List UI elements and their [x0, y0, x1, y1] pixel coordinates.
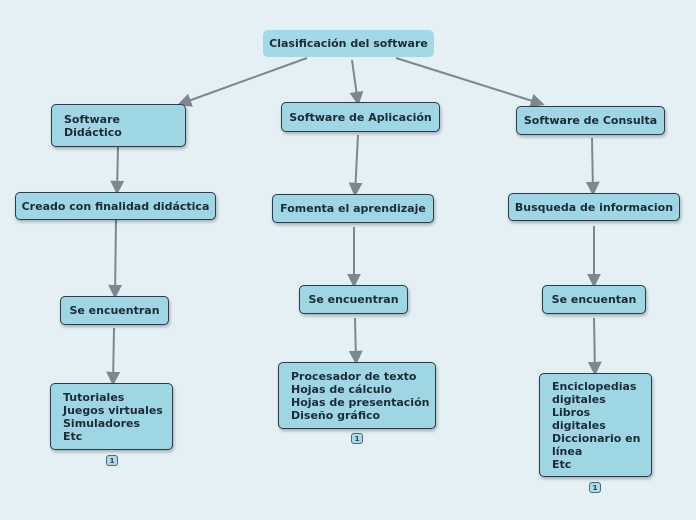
- software-consulta-label: Software de Consulta: [523, 114, 658, 127]
- connector-aplicacion-to-purpose: [348, 134, 363, 197]
- didactico-found-label: Se encuentran: [69, 304, 160, 317]
- connector-didactico-to-purpose: [110, 146, 125, 195]
- connector-didactico-purpose-to-found: [108, 219, 123, 299]
- didactico-badge-count: 1: [109, 456, 115, 465]
- aplicacion-examples-node[interactable]: Procesador de texto Hojas de cálculo Hoj…: [278, 362, 436, 429]
- connector-root-to-didactico: [177, 57, 308, 107]
- aplicacion-found-node[interactable]: Se encuentran: [299, 285, 408, 314]
- connector-root-to-aplicacion: [349, 59, 364, 106]
- connector-didactico-found-to-examples: [106, 327, 121, 386]
- consulta-examples-text: Enciclopedias digitales Libros digitales…: [552, 379, 641, 471]
- software-aplicacion-label: Software de Aplicación: [289, 110, 432, 124]
- aplicacion-examples-text: Procesador de texto Hojas de cálculo Hoj…: [291, 369, 430, 422]
- software-consulta-node[interactable]: Software de Consulta: [516, 106, 665, 135]
- aplicacion-purpose-node[interactable]: Fomenta el aprendizaje: [272, 194, 434, 223]
- root-node-label: Clasificación del software: [269, 37, 428, 50]
- didactico-purpose-label: Creado con finalidad didáctica: [21, 199, 210, 213]
- connector-root-to-consulta: [395, 57, 545, 108]
- consulta-badge-count: 1: [592, 483, 598, 492]
- consulta-purpose-node[interactable]: Busqueda de informacion: [508, 193, 680, 221]
- software-didactico-node[interactable]: Software Didáctico: [51, 104, 186, 147]
- didactico-examples-text: Tutoriales Juegos virtuales Simuladores …: [63, 390, 163, 443]
- software-aplicacion-node[interactable]: Software de Aplicación: [281, 102, 440, 132]
- didactico-examples-count-badge[interactable]: 1: [106, 455, 118, 466]
- aplicacion-badge-count: 1: [354, 434, 360, 443]
- consulta-found-label: Se encuentan: [551, 293, 637, 306]
- root-node[interactable]: Clasificación del software: [263, 30, 434, 57]
- consulta-purpose-label: Busqueda de informacion: [514, 200, 674, 214]
- aplicacion-found-label: Se encuentran: [308, 293, 399, 306]
- connector-consulta-to-purpose: [585, 137, 600, 196]
- software-didactico-label: Software Didáctico: [64, 112, 122, 139]
- aplicacion-purpose-label: Fomenta el aprendizaje: [280, 202, 426, 215]
- consulta-found-node[interactable]: Se encuentan: [542, 285, 646, 314]
- didactico-found-node[interactable]: Se encuentran: [60, 296, 169, 325]
- consulta-examples-node[interactable]: Enciclopedias digitales Libros digitales…: [539, 373, 652, 477]
- connector-aplicacion-found-to-examples: [348, 317, 363, 365]
- didactico-examples-node[interactable]: Tutoriales Juegos virtuales Simuladores …: [50, 383, 173, 450]
- didactico-purpose-node[interactable]: Creado con finalidad didáctica: [15, 192, 216, 220]
- connector-consulta-found-to-examples: [587, 317, 602, 376]
- aplicacion-examples-count-badge[interactable]: 1: [351, 433, 363, 444]
- consulta-examples-count-badge[interactable]: 1: [589, 482, 601, 493]
